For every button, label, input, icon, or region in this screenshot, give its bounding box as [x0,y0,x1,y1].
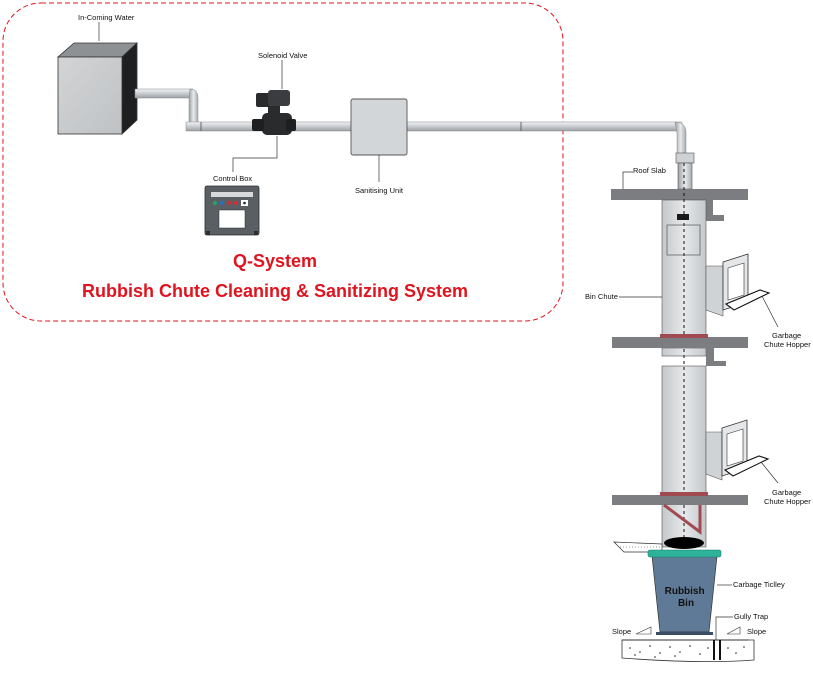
indicator-red-icon [233,200,239,206]
sanitising-unit [350,98,408,156]
label-garbage-chute-hopper-1: Garbage Chute Hopper [764,331,811,349]
supply-pipe [134,88,687,161]
label-control-box: Control Box [213,174,252,183]
rubbish-bin [647,549,722,635]
label-slope-left: Slope [612,627,631,636]
label-roof-slab: Roof Slab [633,166,666,175]
leader-line [622,171,633,189]
chute-flap [613,541,663,553]
title-line-1: Q-System [233,251,317,271]
floor-gully-trap [621,639,755,662]
roof-slab [611,189,748,221]
floor-slab [612,334,748,366]
water-tank [56,42,139,135]
label-sanitising-unit: Sanitising Unit [355,186,404,195]
indicator-green-icon [212,200,218,206]
slope-arrow-icon [635,626,652,635]
label-carbage-ticlley: Carbage Ticlley [733,580,785,589]
garbage-chute-hopper [722,253,771,311]
label-garbage-chute-hopper-2: Garbage Chute Hopper [764,488,811,506]
slope-arrow-icon [726,626,741,635]
leader-line [760,461,779,484]
indicator-blue-icon [219,200,225,206]
label-incoming-water: In-Coming Water [78,13,135,22]
system-boundary [2,2,564,322]
leader-line [715,616,733,640]
bin-chute [661,163,724,549]
floor-slab [612,492,748,535]
garbage-chute-hopper [721,419,770,477]
rubbish-bin-label: Rubbish Bin [665,586,708,609]
label-bin-chute: Bin Chute [585,292,618,301]
leader-line [761,295,779,328]
control-box [204,185,260,236]
solenoid-valve [252,90,296,135]
leader-line [232,136,278,172]
label-slope-right: Slope [747,627,766,636]
indicator-red-icon [226,200,232,206]
label-solenoid-valve: Solenoid Valve [258,51,307,60]
label-gully-trap: Gully Trap [734,612,768,621]
title-line-2: Rubbish Chute Cleaning & Sanitizing Syst… [82,281,468,301]
vent-pipe [675,152,695,190]
